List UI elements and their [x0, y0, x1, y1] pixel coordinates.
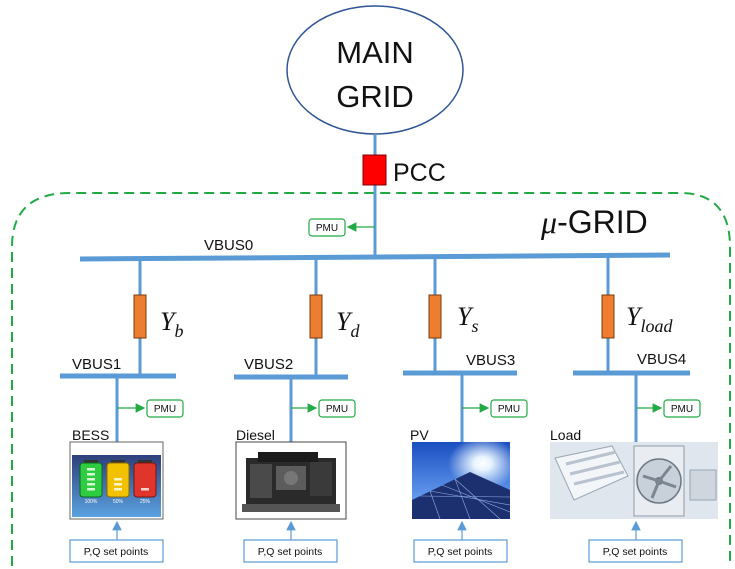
battery-level-3: 25%	[140, 499, 151, 505]
pv-panel-image	[412, 442, 511, 520]
pmu-label: PMU	[316, 223, 338, 234]
setpoints-box	[588, 539, 683, 563]
admittance-yd: Yd	[336, 307, 360, 341]
vbus0-label: VBUS0	[204, 237, 253, 254]
battery-icon-low	[133, 460, 157, 498]
battery-level-2: 50%	[113, 499, 124, 505]
battery-level-1: 100%	[85, 499, 98, 505]
bess-label: BESS	[72, 427, 109, 443]
vbus3-label: VBUS3	[466, 352, 515, 369]
impedance-yb	[133, 294, 147, 339]
setpoints-label: P,Q set points	[603, 546, 668, 558]
impedance-ys	[428, 294, 442, 339]
pmu-box-main: PMU	[308, 218, 346, 237]
pcc-switch	[362, 154, 387, 186]
microgrid-boundary	[11, 192, 731, 566]
branch-diesel: Yd VBUS2 PMU Diesel P,Q set points	[234, 258, 360, 563]
vbus0-line	[79, 252, 671, 262]
setpoints-label: P,Q set points	[84, 546, 149, 558]
vbus2-label: VBUS2	[244, 356, 293, 373]
pmu-label: PMU	[326, 404, 348, 415]
main-grid-label-line1: MAIN	[336, 35, 414, 70]
impedance-yload	[601, 294, 615, 339]
pmu-label: PMU	[498, 404, 520, 415]
setpoints-box	[69, 539, 164, 563]
impedance-yd	[309, 294, 323, 339]
setpoints-box	[243, 539, 338, 563]
pmu-box	[318, 399, 356, 418]
vbus4-label: VBUS4	[637, 351, 686, 368]
setpoints-box	[413, 539, 508, 563]
pmu-box	[663, 399, 701, 418]
main-grid: MAIN GRID	[286, 5, 464, 135]
diesel-label: Diesel	[236, 427, 275, 443]
pmu-label: PMU	[671, 404, 693, 415]
battery-icon-full	[79, 460, 103, 498]
battery-icon-half	[106, 460, 130, 498]
branch-bess: Yb VBUS1 PMU BESS 100% 50% 25%	[60, 259, 184, 563]
branch-pv: Ys VBUS3 PMU PV P,Q set points	[403, 257, 528, 563]
branch-load: Yload VBUS4 PMU Load P,Q set points	[550, 256, 718, 563]
admittance-yb: Yb	[160, 307, 183, 341]
admittance-ys: Ys	[457, 302, 478, 336]
pcc-label: PCC	[393, 159, 446, 187]
microgrid-label: μ-GRID	[540, 204, 648, 240]
setpoints-label: P,Q set points	[428, 546, 493, 558]
vbus1-label: VBUS1	[72, 356, 121, 373]
load-label: Load	[550, 427, 581, 443]
setpoints-label: P,Q set points	[258, 546, 323, 558]
main-grid-label-line2: GRID	[336, 79, 414, 114]
pmu-label: PMU	[154, 404, 176, 415]
load-hvac-image	[550, 442, 718, 519]
pv-label: PV	[410, 427, 429, 443]
pmu-box	[146, 399, 184, 418]
diesel-generator-icon	[242, 452, 340, 512]
pmu-box	[490, 399, 528, 418]
admittance-yload: Yload	[626, 302, 673, 336]
